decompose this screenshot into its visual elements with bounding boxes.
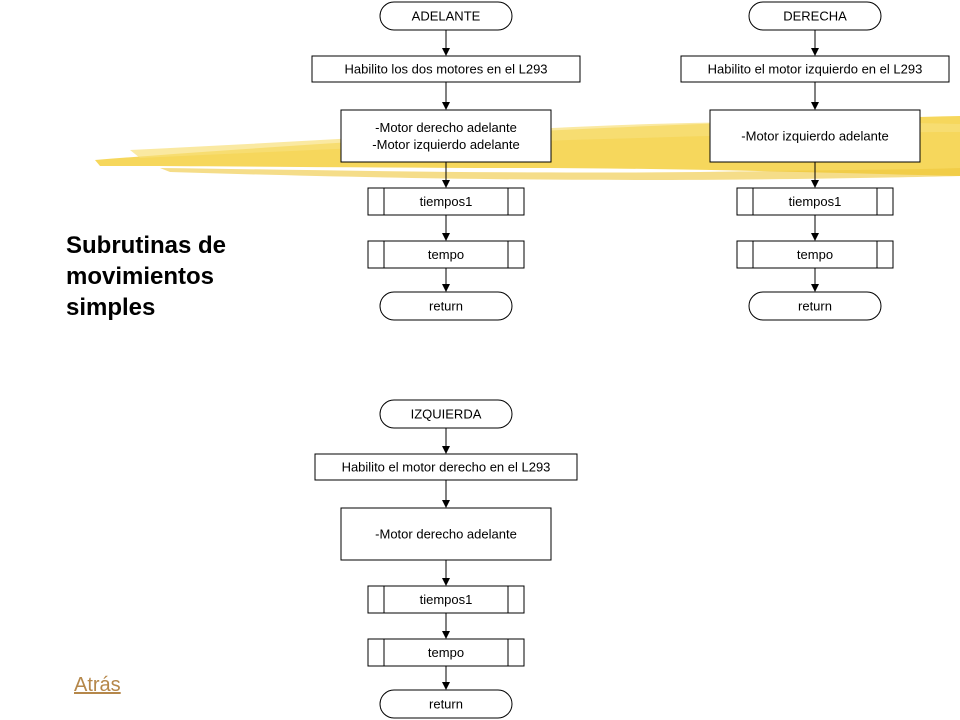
terminal-node: return xyxy=(379,291,513,321)
node-label: ADELANTE xyxy=(412,9,481,24)
node-label: Habilito el motor izquierdo en el L293 xyxy=(708,62,923,77)
terminal-node: DERECHA xyxy=(748,1,882,31)
node-label: return xyxy=(798,299,832,314)
node-label: Habilito el motor derecho en el L293 xyxy=(342,460,551,475)
subroutine-node: tiempos1 xyxy=(367,585,525,614)
node-label: DERECHA xyxy=(783,9,847,24)
node-label: -Motor izquierdo adelante xyxy=(372,137,519,152)
node-label: tiempos1 xyxy=(420,194,473,209)
process-node: Habilito los dos motores en el L293 xyxy=(311,55,581,83)
process-node: -Motor izquierdo adelante xyxy=(709,109,921,163)
node-label: tiempos1 xyxy=(789,194,842,209)
title-line: Subrutinas de xyxy=(66,232,227,259)
flowchart-izquierda: IZQUIERDA Habilito el motor derecho en el… xyxy=(314,399,578,719)
node-label: IZQUIERDA xyxy=(411,407,482,422)
terminal-node: ADELANTE xyxy=(379,1,513,31)
terminal-node: return xyxy=(748,291,882,321)
node-label: tiempos1 xyxy=(420,592,473,607)
subroutine-node: tempo xyxy=(367,240,525,269)
flowchart-derecha: DERECHA Habilito el motor izquierdo en el… xyxy=(680,1,950,321)
node-label: tempo xyxy=(428,645,464,660)
process-node: -Motor derecho adelante xyxy=(340,507,552,561)
title-line: movimientos xyxy=(66,263,215,290)
terminal-node: IZQUIERDA xyxy=(379,399,513,429)
subroutine-node: tempo xyxy=(736,240,894,269)
flowchart-adelante: ADELANTE Habilito los dos motores en el L… xyxy=(311,1,581,321)
process-node: Habilito el motor derecho en el L293 xyxy=(314,453,578,481)
node-label: return xyxy=(429,697,463,712)
terminal-node: return xyxy=(379,689,513,719)
node-label: tempo xyxy=(797,247,833,262)
page-title: Subrutinas de movimientos simples xyxy=(66,230,286,323)
node-label: -Motor izquierdo adelante xyxy=(741,129,888,144)
node-label: -Motor derecho adelante xyxy=(375,120,517,135)
node-label: tempo xyxy=(428,247,464,262)
back-link[interactable]: Atrás xyxy=(74,674,121,696)
process-node: -Motor derecho adelante -Motor izquierdo … xyxy=(340,109,552,163)
subroutine-node: tiempos1 xyxy=(367,187,525,216)
node-label: -Motor derecho adelante xyxy=(375,527,517,542)
node-label: return xyxy=(429,299,463,314)
node-label: Habilito los dos motores en el L293 xyxy=(344,62,547,77)
subroutine-node: tempo xyxy=(367,638,525,667)
process-node: Habilito el motor izquierdo en el L293 xyxy=(680,55,950,83)
subroutine-node: tiempos1 xyxy=(736,187,894,216)
title-line: simples xyxy=(66,294,156,321)
